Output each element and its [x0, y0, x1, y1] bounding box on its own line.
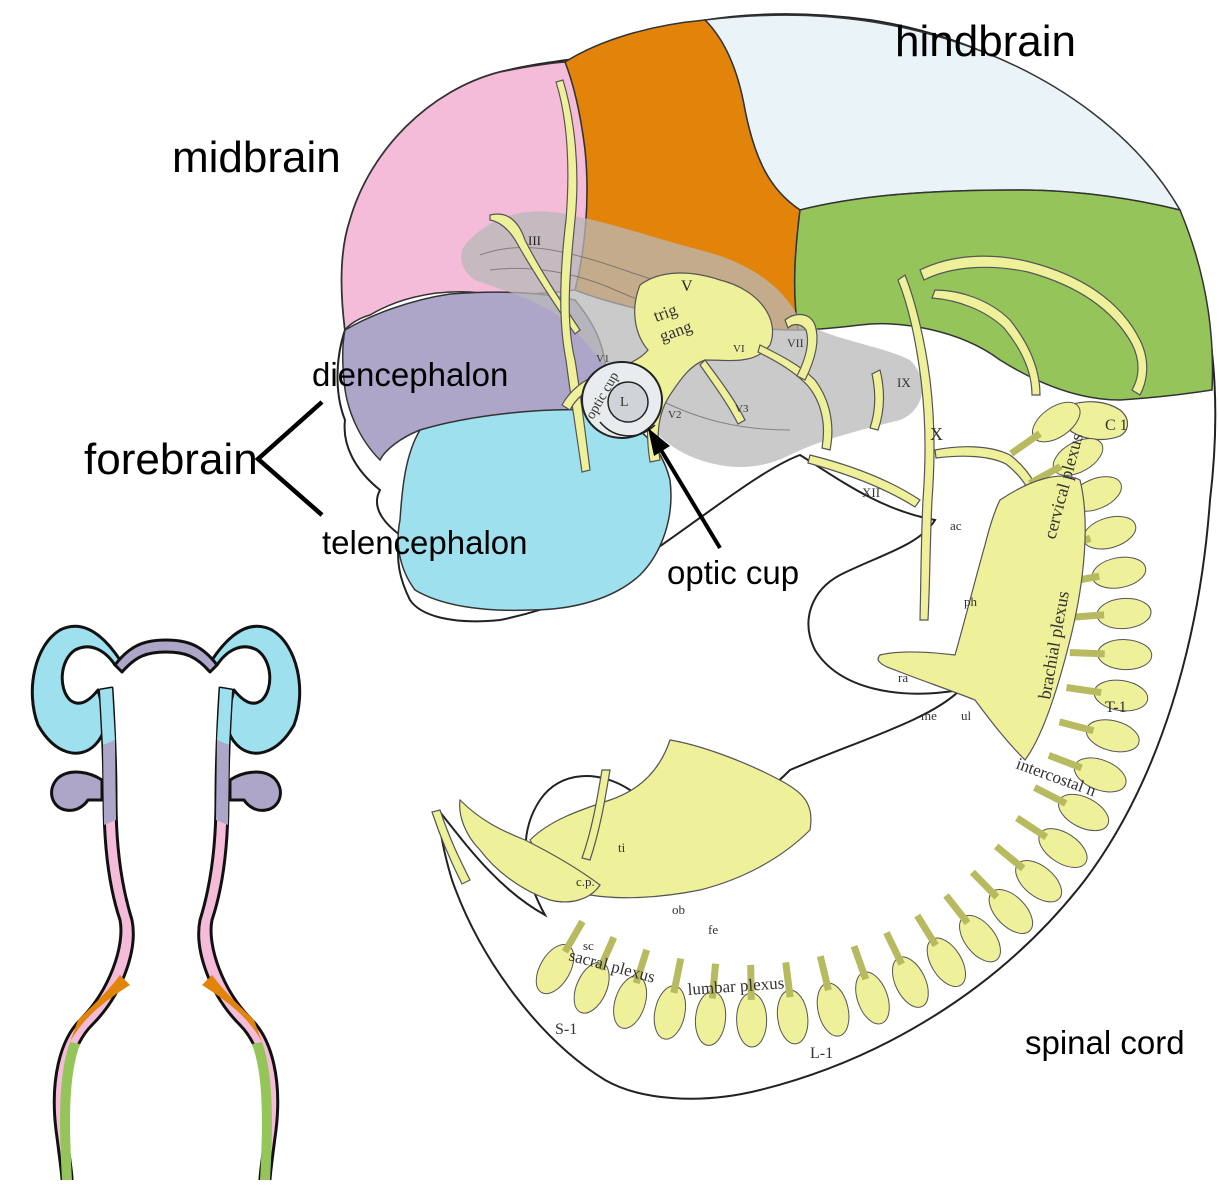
label-X: X [930, 424, 943, 444]
label-III: III [528, 233, 541, 248]
label-optic-cup: optic cup [667, 556, 799, 589]
label-T1: T-1 [1105, 699, 1127, 716]
label-S1: S-1 [555, 1021, 577, 1038]
neural-tube-bands [60, 688, 272, 1180]
label-C1: C 1 [1105, 417, 1128, 434]
spinal-nerve-root [786, 962, 790, 997]
label-L: L [620, 395, 629, 410]
label-diencephalon: diencephalon [312, 358, 508, 391]
label-V3: V3 [735, 403, 749, 415]
label-midbrain: midbrain [172, 136, 341, 180]
label-hindbrain: hindbrain [895, 20, 1076, 64]
label-XII: XII [862, 485, 880, 500]
label-L1: L-1 [810, 1045, 833, 1062]
label-V1: V1 [596, 353, 609, 365]
label-spinal-cord: spinal cord [1025, 1026, 1185, 1059]
label-VI: VI [733, 343, 745, 355]
label-ph: ph [964, 594, 978, 609]
label-cp: c.p. [576, 874, 595, 889]
telencephalon-region [398, 410, 671, 611]
spinal-ganglion [736, 993, 767, 1048]
label-fe: fe [708, 922, 718, 937]
label-ob: ob [672, 902, 685, 917]
label-IX: IX [897, 375, 911, 390]
neural-tube-schematic [32, 626, 299, 1180]
label-VII: VII [787, 336, 804, 350]
label-ti: ti [618, 840, 626, 855]
forebrain-bracket [258, 402, 322, 515]
label-telencephalon: telencephalon [322, 526, 528, 559]
label-ac: ac [950, 518, 962, 533]
label-V2: V2 [668, 409, 681, 421]
label-ul: ul [961, 708, 972, 723]
label-forebrain: forebrain [84, 438, 258, 482]
label-ra: ra [898, 670, 908, 685]
label-me: me [921, 708, 937, 723]
label-V: V [681, 278, 693, 295]
spinal-nerve-root [1070, 652, 1105, 653]
